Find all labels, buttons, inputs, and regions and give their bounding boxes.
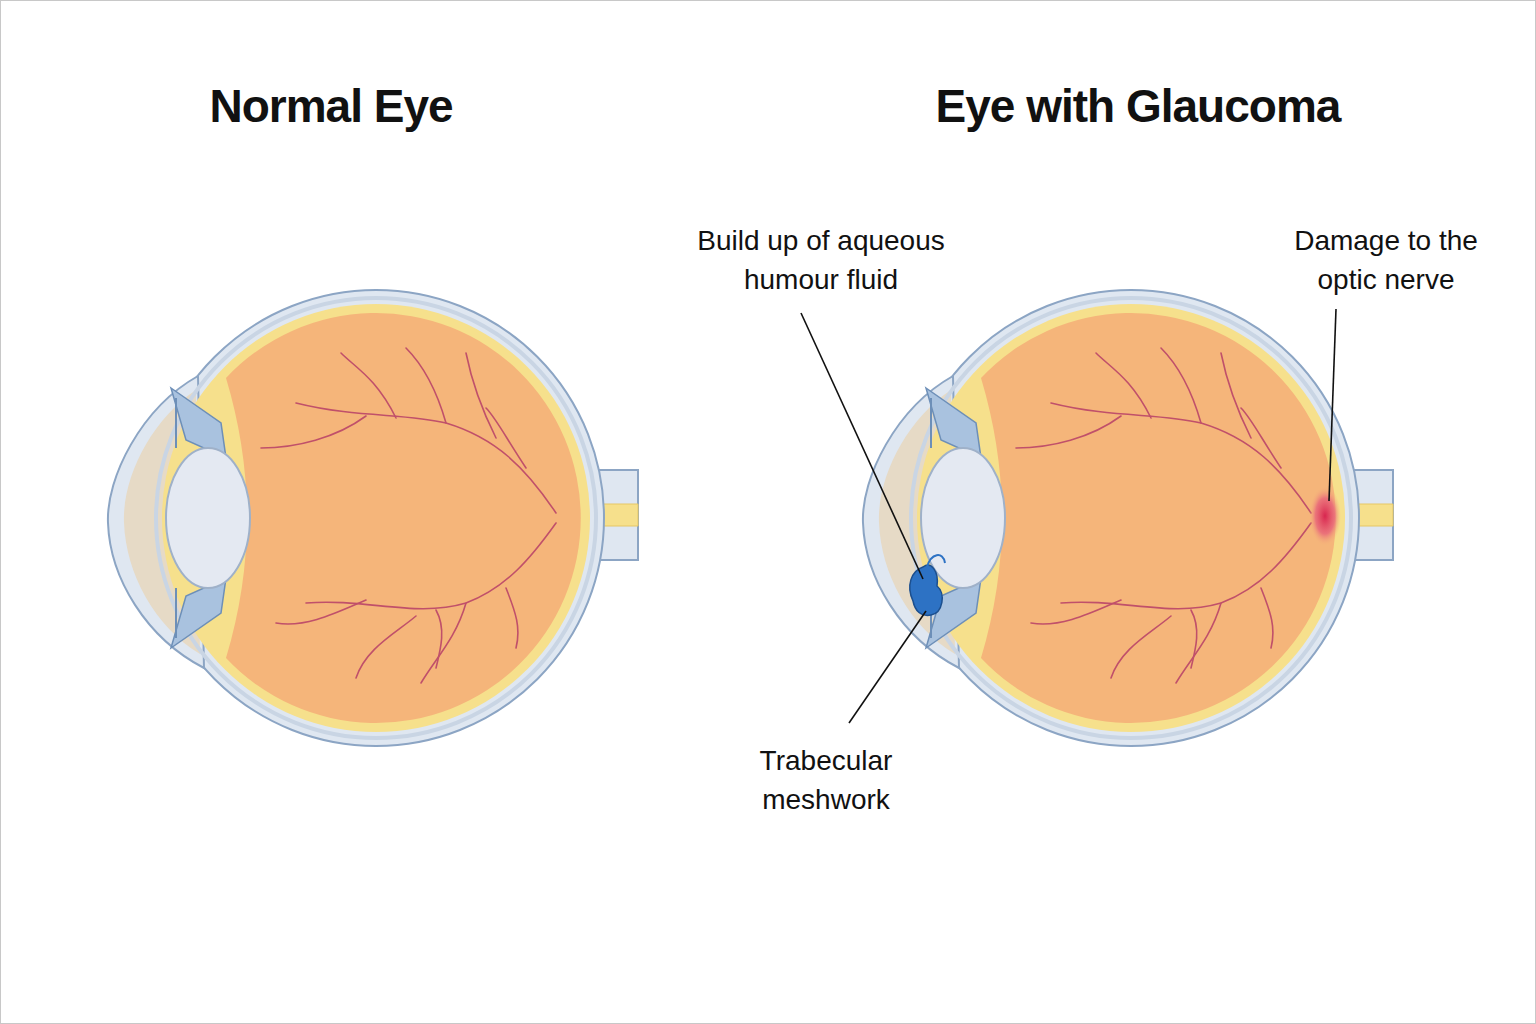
leader-line: [849, 611, 926, 723]
callout-label: Trabecular meshwork: [726, 741, 926, 819]
fluid-channel: [927, 555, 945, 567]
glaucoma-eye: [863, 290, 1393, 746]
eye-heading: Eye with Glaucoma: [936, 81, 1341, 132]
nerve-damage: [1309, 486, 1341, 546]
callout-label: Damage to the optic nerve: [1266, 221, 1506, 299]
trabecular-meshwork: [910, 565, 942, 615]
eye-heading: Normal Eye: [209, 81, 452, 132]
callout-label: Build up of aqueous humour fluid: [671, 221, 971, 299]
leader-line: [1329, 309, 1336, 501]
leader-line: [801, 313, 923, 579]
normal-eye: [108, 290, 638, 746]
